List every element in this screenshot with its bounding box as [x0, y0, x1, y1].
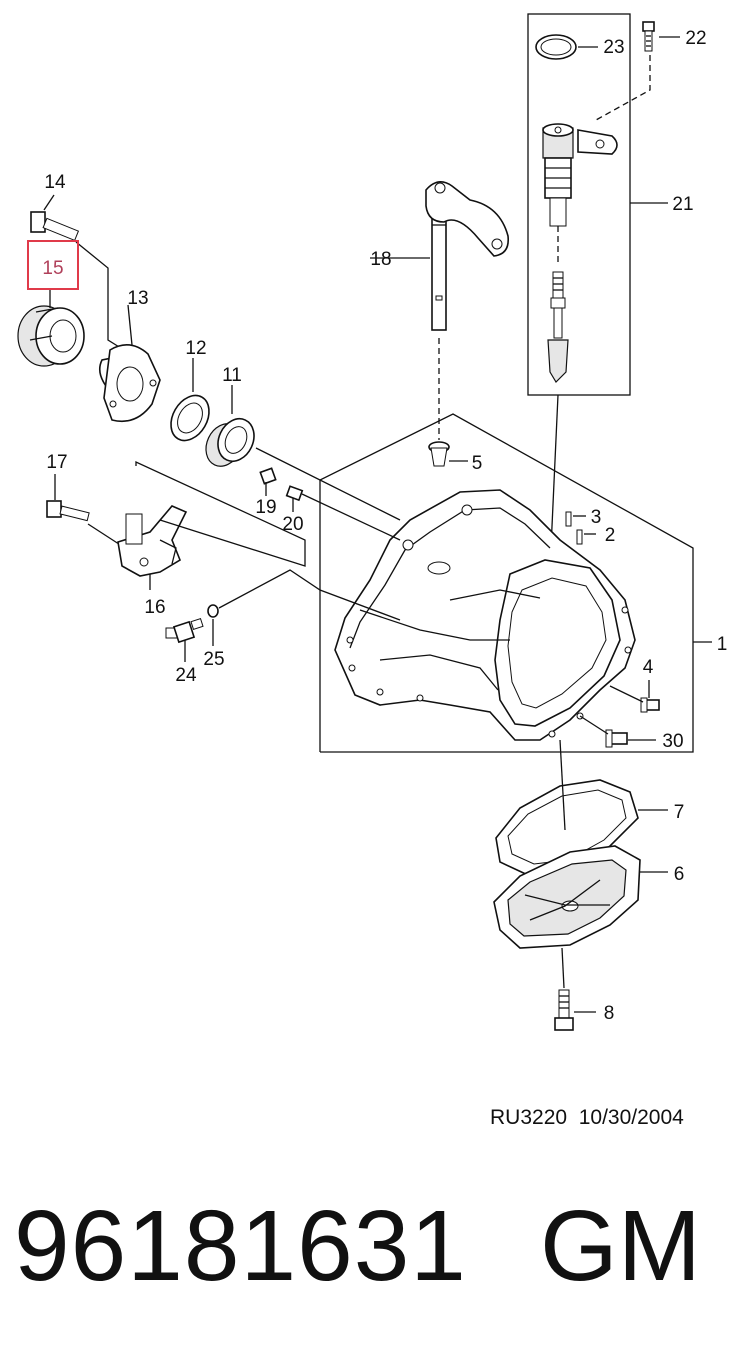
- pin-3: [565, 511, 572, 527]
- drain-bolt-8: [554, 989, 574, 1031]
- manufacturer-name: GM: [540, 1190, 702, 1302]
- group-box-1: [319, 413, 694, 753]
- callout-23: 23: [603, 37, 624, 58]
- reference-code: RU3220: [490, 1106, 568, 1129]
- release-bearing-15: [17, 305, 85, 367]
- callout-19: 19: [255, 497, 276, 518]
- callout-24: 24: [175, 665, 197, 686]
- callout-6: 6: [674, 864, 685, 885]
- oil-seal-11: [205, 418, 255, 467]
- shift-shaft-18: [425, 181, 510, 331]
- callout-14: 14: [44, 172, 66, 193]
- callout-11: 11: [222, 365, 242, 386]
- oil-pan-6: [493, 845, 641, 949]
- callout-7: 7: [674, 802, 685, 823]
- callout-1: 1: [717, 634, 728, 655]
- shift-lever-16: [117, 505, 188, 577]
- gasket-7: [495, 779, 639, 877]
- callout-3: 3: [591, 507, 602, 528]
- pin-2: [576, 529, 583, 545]
- reference-line: RU3220 10/30/2004: [490, 1106, 684, 1130]
- callout-18: 18: [370, 249, 391, 270]
- callout-25: 25: [203, 649, 224, 670]
- callout-22: 22: [685, 28, 706, 49]
- washer-25: [207, 604, 219, 618]
- exploded-parts-diagram: 1 2 3 4 5 6 7 8 11 12 13 14 15 16 17 18 …: [17, 13, 728, 1031]
- callout-20: 20: [282, 514, 303, 535]
- callout-2: 2: [605, 525, 616, 546]
- callout-8: 8: [604, 1003, 615, 1024]
- part-number: 96181631: [14, 1190, 467, 1302]
- bushing-19: [259, 467, 277, 485]
- callout-17: 17: [46, 452, 67, 473]
- transaxle-case-1: [334, 489, 636, 741]
- bolt-17: [46, 500, 90, 522]
- pin-20: [285, 485, 304, 502]
- callout-21: 21: [672, 194, 693, 215]
- callout-13: 13: [127, 288, 148, 309]
- bolt-4: [640, 697, 660, 713]
- bolt-14: [30, 211, 80, 242]
- callout-15: 15: [42, 258, 63, 279]
- plug-30: [605, 729, 628, 748]
- highlight-box-15: [27, 240, 79, 290]
- sensor-24: [165, 618, 204, 644]
- callout-4: 4: [643, 657, 654, 678]
- callout-30: 30: [662, 731, 683, 752]
- callout-5: 5: [472, 453, 483, 474]
- washer-12: [170, 394, 210, 442]
- callout-12: 12: [185, 338, 206, 359]
- reference-date: 10/30/2004: [578, 1106, 684, 1129]
- guide-sleeve-13: [98, 344, 161, 423]
- bolt-22: [642, 21, 655, 52]
- callout-16: 16: [144, 597, 165, 618]
- plug-5: [428, 441, 450, 467]
- group-box-21: [527, 13, 631, 396]
- speedometer-gear-21: [542, 123, 618, 383]
